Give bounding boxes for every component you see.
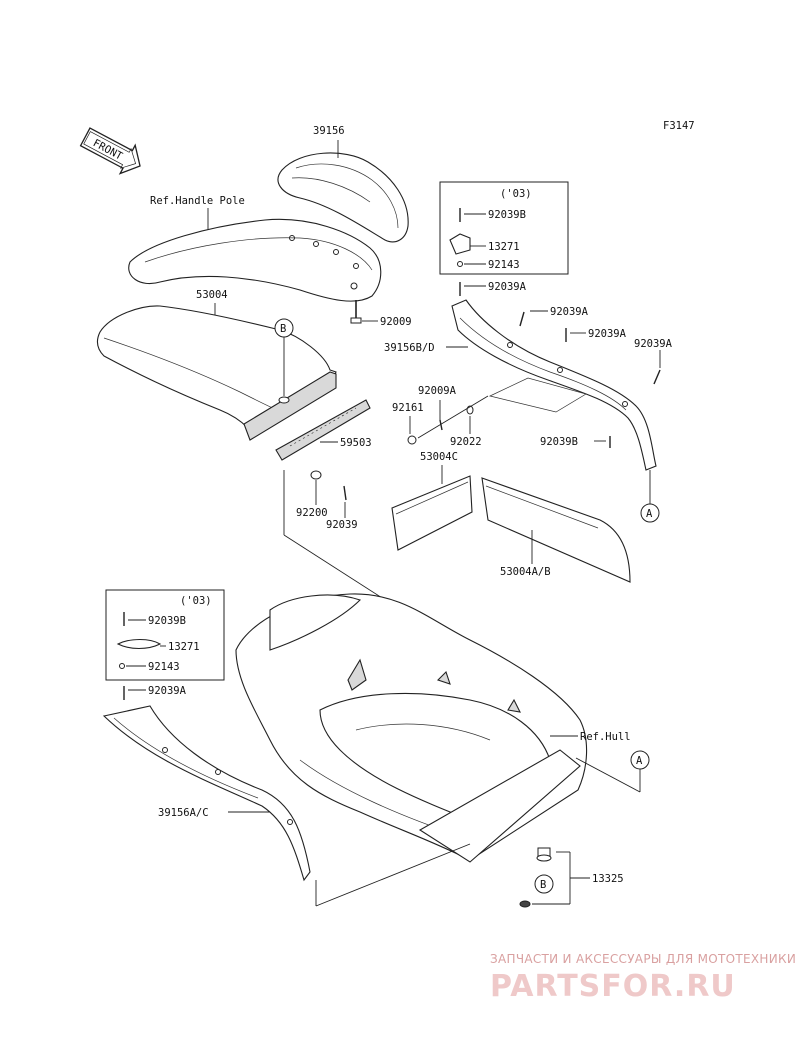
- label-92009: 92009: [380, 316, 412, 328]
- label-92039: 92039: [326, 519, 358, 531]
- bolt-92009a: [439, 419, 443, 431]
- plug-13325: [519, 847, 552, 908]
- watermark-logo: PARTSFOR.RU: [490, 969, 736, 1004]
- year-box-1-item-2: 13271: [488, 241, 520, 253]
- label-ref-hull: Ref.Hull: [580, 731, 631, 743]
- label-92039a-b: 92039A: [588, 328, 627, 340]
- bolt-92039a-c: [653, 369, 661, 385]
- label-92039a-a: 92039A: [550, 306, 589, 318]
- washer-92161: [407, 435, 417, 445]
- label-92022: 92022: [450, 436, 482, 448]
- label-13325: 13325: [592, 873, 624, 885]
- year-box-2-item-3: 92143: [148, 661, 180, 673]
- leader-fastener-chain: [417, 395, 489, 439]
- label-53004: 53004: [196, 289, 228, 301]
- callout-a-upper-label: A: [646, 508, 653, 520]
- label-53004ab: 53004A/B: [500, 566, 551, 578]
- callout-b-upper: B: [274, 318, 294, 404]
- seat-cushion-39156: [277, 152, 409, 243]
- label-92200: 92200: [296, 507, 328, 519]
- year-box-2-year: ('03): [180, 595, 212, 607]
- bolt-92039: [343, 485, 347, 501]
- year-box-1-item-3: 92143: [488, 259, 520, 271]
- callout-b-lower: B: [534, 874, 554, 894]
- label-92009a: 92009A: [418, 385, 457, 397]
- year-box-2-item-1: 92039B: [148, 615, 186, 627]
- label-39156bd: 39156B/D: [384, 342, 435, 354]
- front-arrow-icon: FRONT: [79, 127, 141, 175]
- side-trim-39156bd: [451, 299, 657, 471]
- seat-53004: [96, 305, 337, 441]
- year-box-1-item-1: 92039B: [488, 209, 526, 221]
- label-39156ac: 39156A/C: [158, 807, 209, 819]
- label-92039b: 92039B: [540, 436, 578, 448]
- label-92039a-c: 92039A: [634, 338, 673, 350]
- label-53004c: 53004C: [420, 451, 458, 463]
- label-ref-handle-pole: Ref.Handle Pole: [150, 195, 245, 207]
- label-92161: 92161: [392, 402, 424, 414]
- pad-53004c: [391, 475, 473, 551]
- hull-part: [235, 593, 588, 863]
- label-92039a-left: 92039A: [148, 685, 187, 697]
- watermark-tagline: ЗАПЧАСТИ И АКСЕССУАРЫ ДЛЯ МОТОТЕХНИКИ: [490, 952, 796, 966]
- callout-a-upper: A: [640, 470, 660, 523]
- callout-b-lower-label: B: [540, 879, 546, 891]
- handle-pole-part: [128, 218, 382, 302]
- pad-53004ab: [481, 477, 631, 583]
- label-92039a-top: 92039A: [488, 281, 527, 293]
- washer-92200: [310, 470, 322, 480]
- year-box-1-year: ('03): [500, 188, 532, 200]
- figure-code: F3147: [663, 120, 695, 132]
- bolt-92009: [350, 300, 362, 324]
- callout-b-upper-label: B: [280, 323, 286, 335]
- callout-a-lower-label: A: [636, 755, 643, 767]
- bolt-92039a-a: [519, 311, 525, 327]
- label-39156: 39156: [313, 125, 345, 137]
- label-59503: 59503: [340, 437, 372, 449]
- year-box-1: ('03) 92039B 13271 92143: [439, 181, 569, 275]
- bracket-59503: [275, 399, 371, 461]
- side-trim-39156ac: [102, 705, 311, 882]
- year-box-2-item-2: 13271: [168, 641, 200, 653]
- connector-left-hull: [315, 843, 471, 907]
- year-box-2: ('03) 92039B 13271 92143: [105, 589, 225, 681]
- callout-a-lower: A: [575, 750, 650, 793]
